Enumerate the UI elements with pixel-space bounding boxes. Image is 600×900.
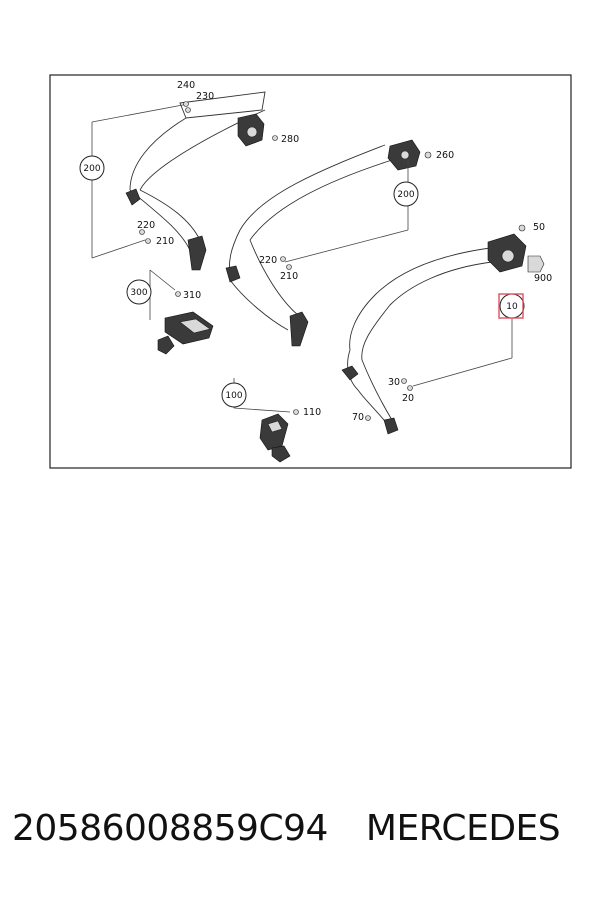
diagram-frame xyxy=(49,74,572,469)
label-240: 240 xyxy=(177,80,195,91)
callout-300: 300 xyxy=(126,279,152,305)
label-220-left: 220 xyxy=(137,220,155,231)
label-30: 30 xyxy=(388,377,400,388)
parts-diagram: 200 300 200 100 10 240 230 280 260 220 2… xyxy=(49,74,572,469)
label-280: 280 xyxy=(281,134,299,145)
label-220-center: 220 xyxy=(259,255,277,266)
left-belt-assembly xyxy=(91,91,278,271)
center-belt-assembly xyxy=(225,139,432,347)
label-110: 110 xyxy=(303,407,321,418)
svg-text:200: 200 xyxy=(397,190,414,200)
svg-text:200: 200 xyxy=(83,164,100,174)
svg-text:10: 10 xyxy=(506,302,518,312)
label-210-left: 210 xyxy=(156,236,174,247)
label-900: 900 xyxy=(534,273,552,284)
product-caption: 20586008859C94 MERCEDES xyxy=(12,808,600,858)
callout-100: 100 xyxy=(221,382,247,408)
brand-name: MERCEDES xyxy=(365,808,561,849)
svg-text:100: 100 xyxy=(225,391,242,401)
callout-200-left: 200 xyxy=(79,155,105,181)
svg-text:300: 300 xyxy=(130,288,147,298)
label-70: 70 xyxy=(352,412,364,423)
callout-10-highlighted: 10 xyxy=(498,293,525,319)
label-20: 20 xyxy=(402,393,414,404)
label-260: 260 xyxy=(436,150,454,161)
label-210-center: 210 xyxy=(280,271,298,282)
label-310: 310 xyxy=(183,290,201,301)
part-number: 20586008859C94 xyxy=(12,808,328,849)
label-50: 50 xyxy=(533,222,545,233)
callout-200-center: 200 xyxy=(393,181,419,207)
right-belt-assembly xyxy=(341,224,545,435)
label-230: 230 xyxy=(196,91,214,102)
buckle-100-assembly xyxy=(233,378,299,463)
buckle-300-assembly xyxy=(149,269,214,355)
